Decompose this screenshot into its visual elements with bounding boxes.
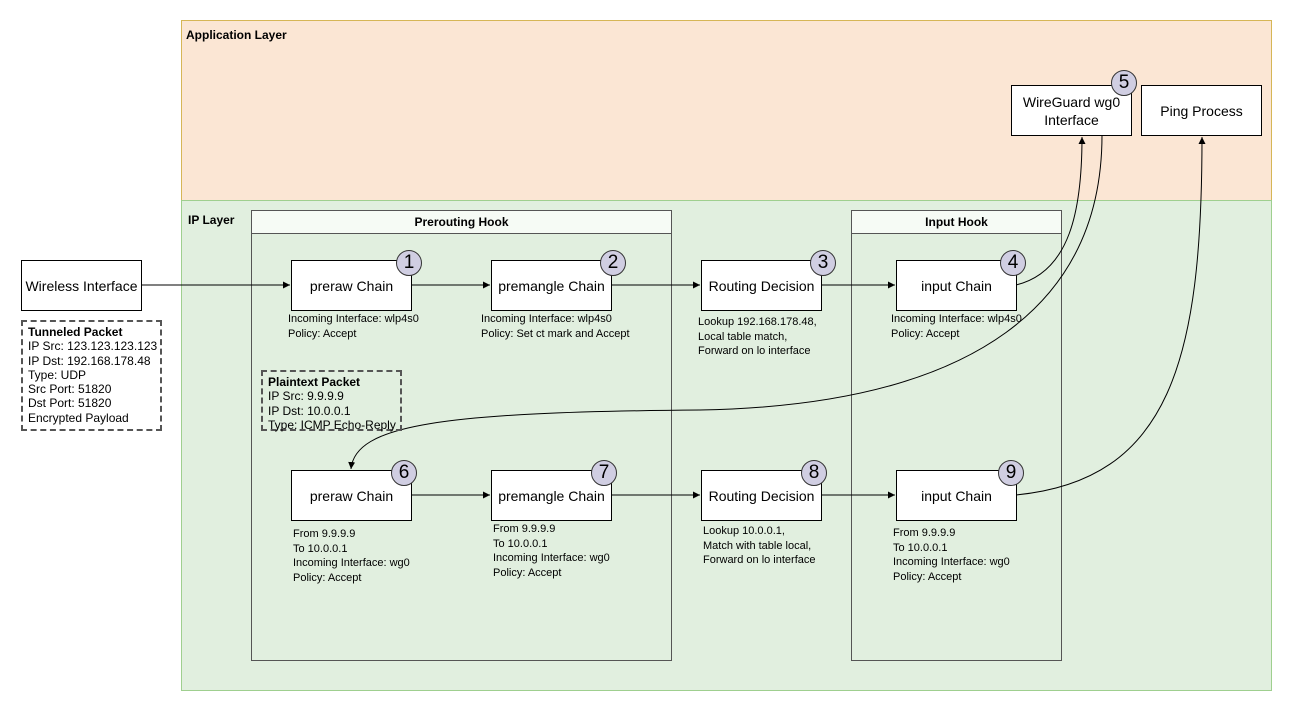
step-badge-2: 2 [600,250,626,276]
input-chain-node-2: input Chain [896,470,1017,521]
wireguard-interface-label: WireGuard wg0 Interface [1022,93,1121,128]
packet-line: Dst Port: 51820 [28,396,112,411]
note-line: Policy: Accept [288,327,357,340]
note-line: Incoming Interface: wg0 [893,556,1010,568]
note-line: To 10.0.0.1 [493,537,548,550]
note-line: Policy: Accept [493,566,562,579]
ip-layer-title: IP Layer [188,213,235,227]
packet-line: Encrypted Payload [28,410,129,425]
routing-note-1: Lookup 192.168.178.48, Local table match… [698,315,817,359]
note-line: Incoming Interface: wlp4s0 [288,313,419,325]
step-badge-4: 4 [1000,250,1026,276]
note-line: From 9.9.9.9 [493,523,556,535]
step-badge-6: 6 [391,460,417,486]
wireguard-interface-node: WireGuard wg0 Interface [1011,85,1132,136]
application-layer-title: Application Layer [186,28,287,42]
step-badge-9: 9 [998,460,1024,486]
input-note-2: From 9.9.9.9 To 10.0.0.1 Incoming Interf… [893,526,1010,584]
preraw-chain-node-1: preraw Chain [291,260,412,311]
wireless-interface-label: Wireless Interface [25,277,138,294]
premangle-note-2: From 9.9.9.9 To 10.0.0.1 Incoming Interf… [493,522,610,580]
wireless-interface-node: Wireless Interface [21,260,142,311]
tunneled-packet-title: Tunneled Packet [28,325,123,339]
arrow-input-to-ping [1015,136,1206,496]
arrow-input-to-wireguard [1015,136,1086,286]
input-hook-title: Input Hook [852,211,1061,234]
step-badge-8: 8 [801,460,827,486]
premangle-note-1: Incoming Interface: wlp4s0 Policy: Set c… [481,312,630,341]
preraw-chain-node-2: preraw Chain [291,470,412,521]
premangle-chain-label-2: premangle Chain [498,487,605,504]
packet-line: Type: ICMP Echo-Reply [268,417,396,432]
note-line: Lookup 10.0.0.1, [703,525,785,537]
routing-note-2: Lookup 10.0.0.1, Match with table local,… [703,524,816,568]
note-line: To 10.0.0.1 [293,542,348,555]
premangle-chain-label-1: premangle Chain [498,277,605,294]
note-line: From 9.9.9.9 [293,528,356,540]
premangle-chain-node-1: premangle Chain [491,260,612,311]
packet-line: Type: UDP [28,367,87,382]
step-badge-3: 3 [810,250,836,276]
packet-line: IP Dst: 10.0.0.1 [268,403,351,418]
packet-line: Src Port: 51820 [28,382,112,397]
input-chain-label-1: input Chain [921,277,992,294]
note-line: Lookup 192.168.178.48, [698,316,817,328]
note-line: Incoming Interface: wlp4s0 [481,313,612,325]
prerouting-hook: Prerouting Hook [251,210,672,661]
packet-line: IP Src: 9.9.9.9 [268,389,344,404]
step-badge-1: 1 [396,250,422,276]
preraw-chain-label-1: preraw Chain [309,277,394,294]
preraw-chain-label-2: preraw Chain [309,487,394,504]
preraw-note-1: Incoming Interface: wlp4s0 Policy: Accep… [288,312,419,341]
ping-process-label: Ping Process [1160,102,1243,119]
note-line: Forward on lo interface [703,554,816,566]
packet-line: IP Src: 123.123.123.123 [28,339,158,354]
note-line: Policy: Accept [893,570,962,583]
note-line: Policy: Accept [891,327,960,340]
input-hook: Input Hook [851,210,1062,661]
input-chain-label-2: input Chain [921,487,992,504]
step-badge-7: 7 [591,460,617,486]
input-note-1: Incoming Interface: wlp4s0 Policy: Accep… [891,312,1022,341]
routing-decision-label-1: Routing Decision [708,277,815,294]
arrow-wireguard-to-preraw [348,134,1103,470]
tunneled-packet-box: Tunneled Packet IP Src: 123.123.123.123 … [21,320,162,431]
packet-line: IP Dst: 192.168.178.48 [28,353,151,368]
note-line: To 10.0.0.1 [893,541,948,554]
preraw-note-2: From 9.9.9.9 To 10.0.0.1 Incoming Interf… [293,527,410,585]
note-line: Incoming Interface: wlp4s0 [891,313,1022,325]
input-chain-node-1: input Chain [896,260,1017,311]
note-line: Forward on lo interface [698,345,811,357]
routing-decision-label-2: Routing Decision [708,487,815,504]
note-line: From 9.9.9.9 [893,527,956,539]
note-line: Incoming Interface: wg0 [493,552,610,564]
note-line: Incoming Interface: wg0 [293,557,410,569]
plaintext-packet-title: Plaintext Packet [268,375,361,389]
routing-decision-node-1: Routing Decision [701,260,822,311]
note-line: Policy: Accept [293,571,362,584]
note-line: Local table match, [698,330,788,343]
prerouting-hook-title: Prerouting Hook [252,211,671,234]
plaintext-packet-box: Plaintext Packet IP Src: 9.9.9.9 IP Dst:… [261,370,402,432]
note-line: Policy: Set ct mark and Accept [481,327,630,340]
step-badge-5: 5 [1111,70,1137,96]
note-line: Match with table local, [703,539,812,552]
ping-process-node: Ping Process [1141,85,1262,136]
